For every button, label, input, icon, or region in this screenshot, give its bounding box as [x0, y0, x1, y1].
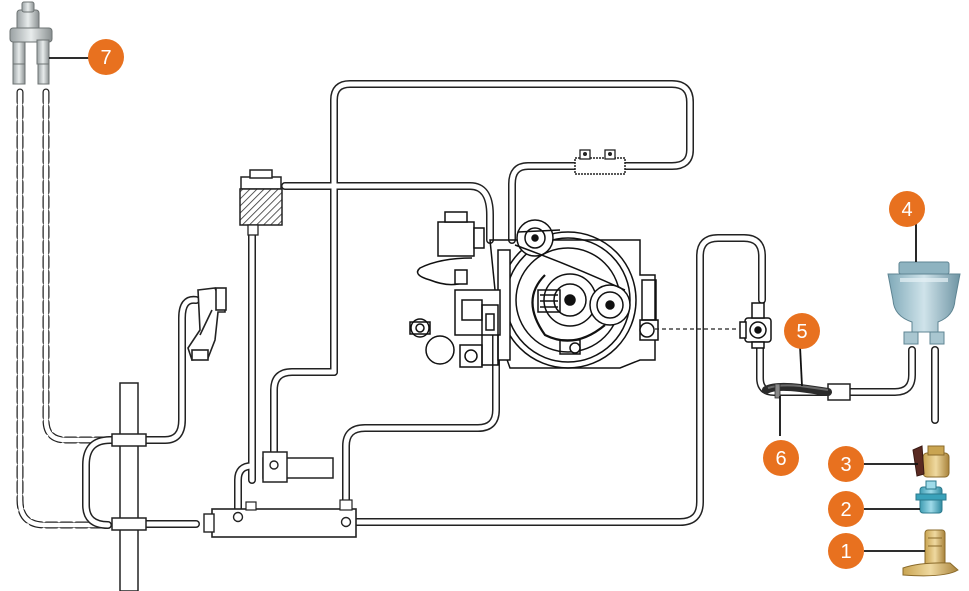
transom-post	[111, 382, 147, 591]
callout-number: 6	[775, 448, 786, 470]
callout-5: 5	[784, 313, 820, 349]
callout-marker	[889, 191, 925, 227]
callout-number: 5	[796, 321, 807, 343]
callout-4: 4	[889, 191, 925, 227]
callout-marker	[763, 440, 799, 476]
callout-number: 2	[840, 499, 851, 521]
hose-clamp-icon	[774, 383, 781, 436]
callout-marker	[88, 39, 124, 75]
water-strainer-icon	[887, 224, 961, 345]
callout-2: 2	[828, 491, 864, 527]
callout-3: 3	[828, 446, 864, 482]
dashed-hose-inner	[42, 88, 114, 444]
callout-marker	[828, 491, 864, 527]
through-hull-fitting-icon	[864, 529, 959, 577]
seacock-valve-icon	[864, 445, 950, 478]
callout-marker	[828, 446, 864, 482]
callout-7: 7	[88, 39, 124, 75]
callout-marker	[784, 313, 820, 349]
callout-6: 6	[763, 440, 799, 476]
mixing-elbow	[187, 287, 227, 361]
callout-number: 4	[901, 199, 912, 221]
dashed-hose-outer	[16, 88, 112, 529]
callout-marker	[828, 533, 864, 569]
raw-water-pump	[739, 302, 772, 349]
expansion-tank	[239, 169, 283, 236]
engine-block	[409, 211, 659, 369]
callout-number: 1	[840, 541, 851, 563]
hose-fills	[83, 81, 938, 528]
hose-connector-icon	[864, 480, 947, 514]
exhaust-outlet-icon	[9, 1, 95, 85]
callout-1: 1	[828, 533, 864, 569]
callout-number: 7	[100, 47, 111, 69]
circulation-pump	[262, 451, 334, 483]
top-manifold	[574, 149, 626, 175]
heat-exchanger	[203, 499, 357, 538]
hose-network	[16, 80, 939, 529]
callout-number: 3	[840, 454, 851, 476]
